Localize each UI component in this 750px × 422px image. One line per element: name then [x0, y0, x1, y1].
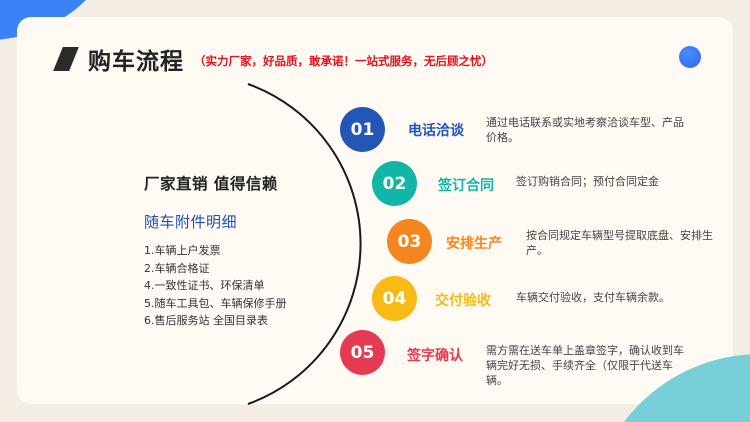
decorative-blue-dot	[679, 46, 701, 68]
list-item: 5.随车工具包、车辆保修手册	[144, 296, 287, 310]
step-2-description: 签订购销合同；预付合同定金	[516, 175, 659, 188]
step-4-description: 车辆交付验收，支付车辆余款。	[516, 291, 670, 304]
list-item: 2.车辆合格证	[144, 261, 210, 275]
step-4-badge: 04	[372, 276, 417, 321]
step-1-title: 电话洽谈	[408, 123, 464, 139]
step-3-badge: 03	[387, 219, 432, 264]
page-header: 购车流程 （实力厂家，好品质，敢承诺！一站式服务，无后顾之忧）	[52, 42, 493, 76]
page-title: 购车流程	[88, 49, 184, 75]
step-3-description: 按合同规定车辆型号提取底盘、安排生产。	[526, 229, 713, 257]
step-5-title: 签字确认	[407, 348, 463, 364]
step-5-badge: 05	[340, 330, 385, 375]
step-1-badge: 01	[340, 107, 385, 152]
step-2-title: 签订合同	[438, 178, 494, 194]
step-1-description: 通过电话联系或实地考察洽谈车型、产品价格。	[486, 116, 684, 144]
step-2-badge: 02	[372, 161, 417, 206]
step-5-description: 需方需在送车单上盖章签字，确认收到车辆完好无损、手续齐全（仅限于代送车辆。	[486, 344, 684, 387]
list-item: 6.售后服务站 全国目录表	[144, 314, 268, 327]
list-item: 4.一致性证书、环保清单	[144, 279, 265, 292]
left-info-block: 厂家直销 值得信赖 随车附件明细 1.车辆上户发票 2.车辆合格证 4.一致性证…	[144, 172, 287, 330]
step-3-title: 安排生产	[446, 236, 502, 252]
left-heading: 厂家直销 值得信赖	[144, 175, 278, 193]
page-subtitle: （实力厂家，好品质，敢承诺！一站式服务，无后顾之忧）	[194, 54, 493, 68]
step-4-title: 交付验收	[435, 293, 491, 309]
list-item: 1.车辆上户发票	[144, 244, 221, 257]
accessories-heading: 随车附件明细	[144, 213, 238, 231]
accessories-list: 1.车辆上户发票 2.车辆合格证 4.一致性证书、环保清单 5.随车工具包、车辆…	[144, 242, 287, 330]
